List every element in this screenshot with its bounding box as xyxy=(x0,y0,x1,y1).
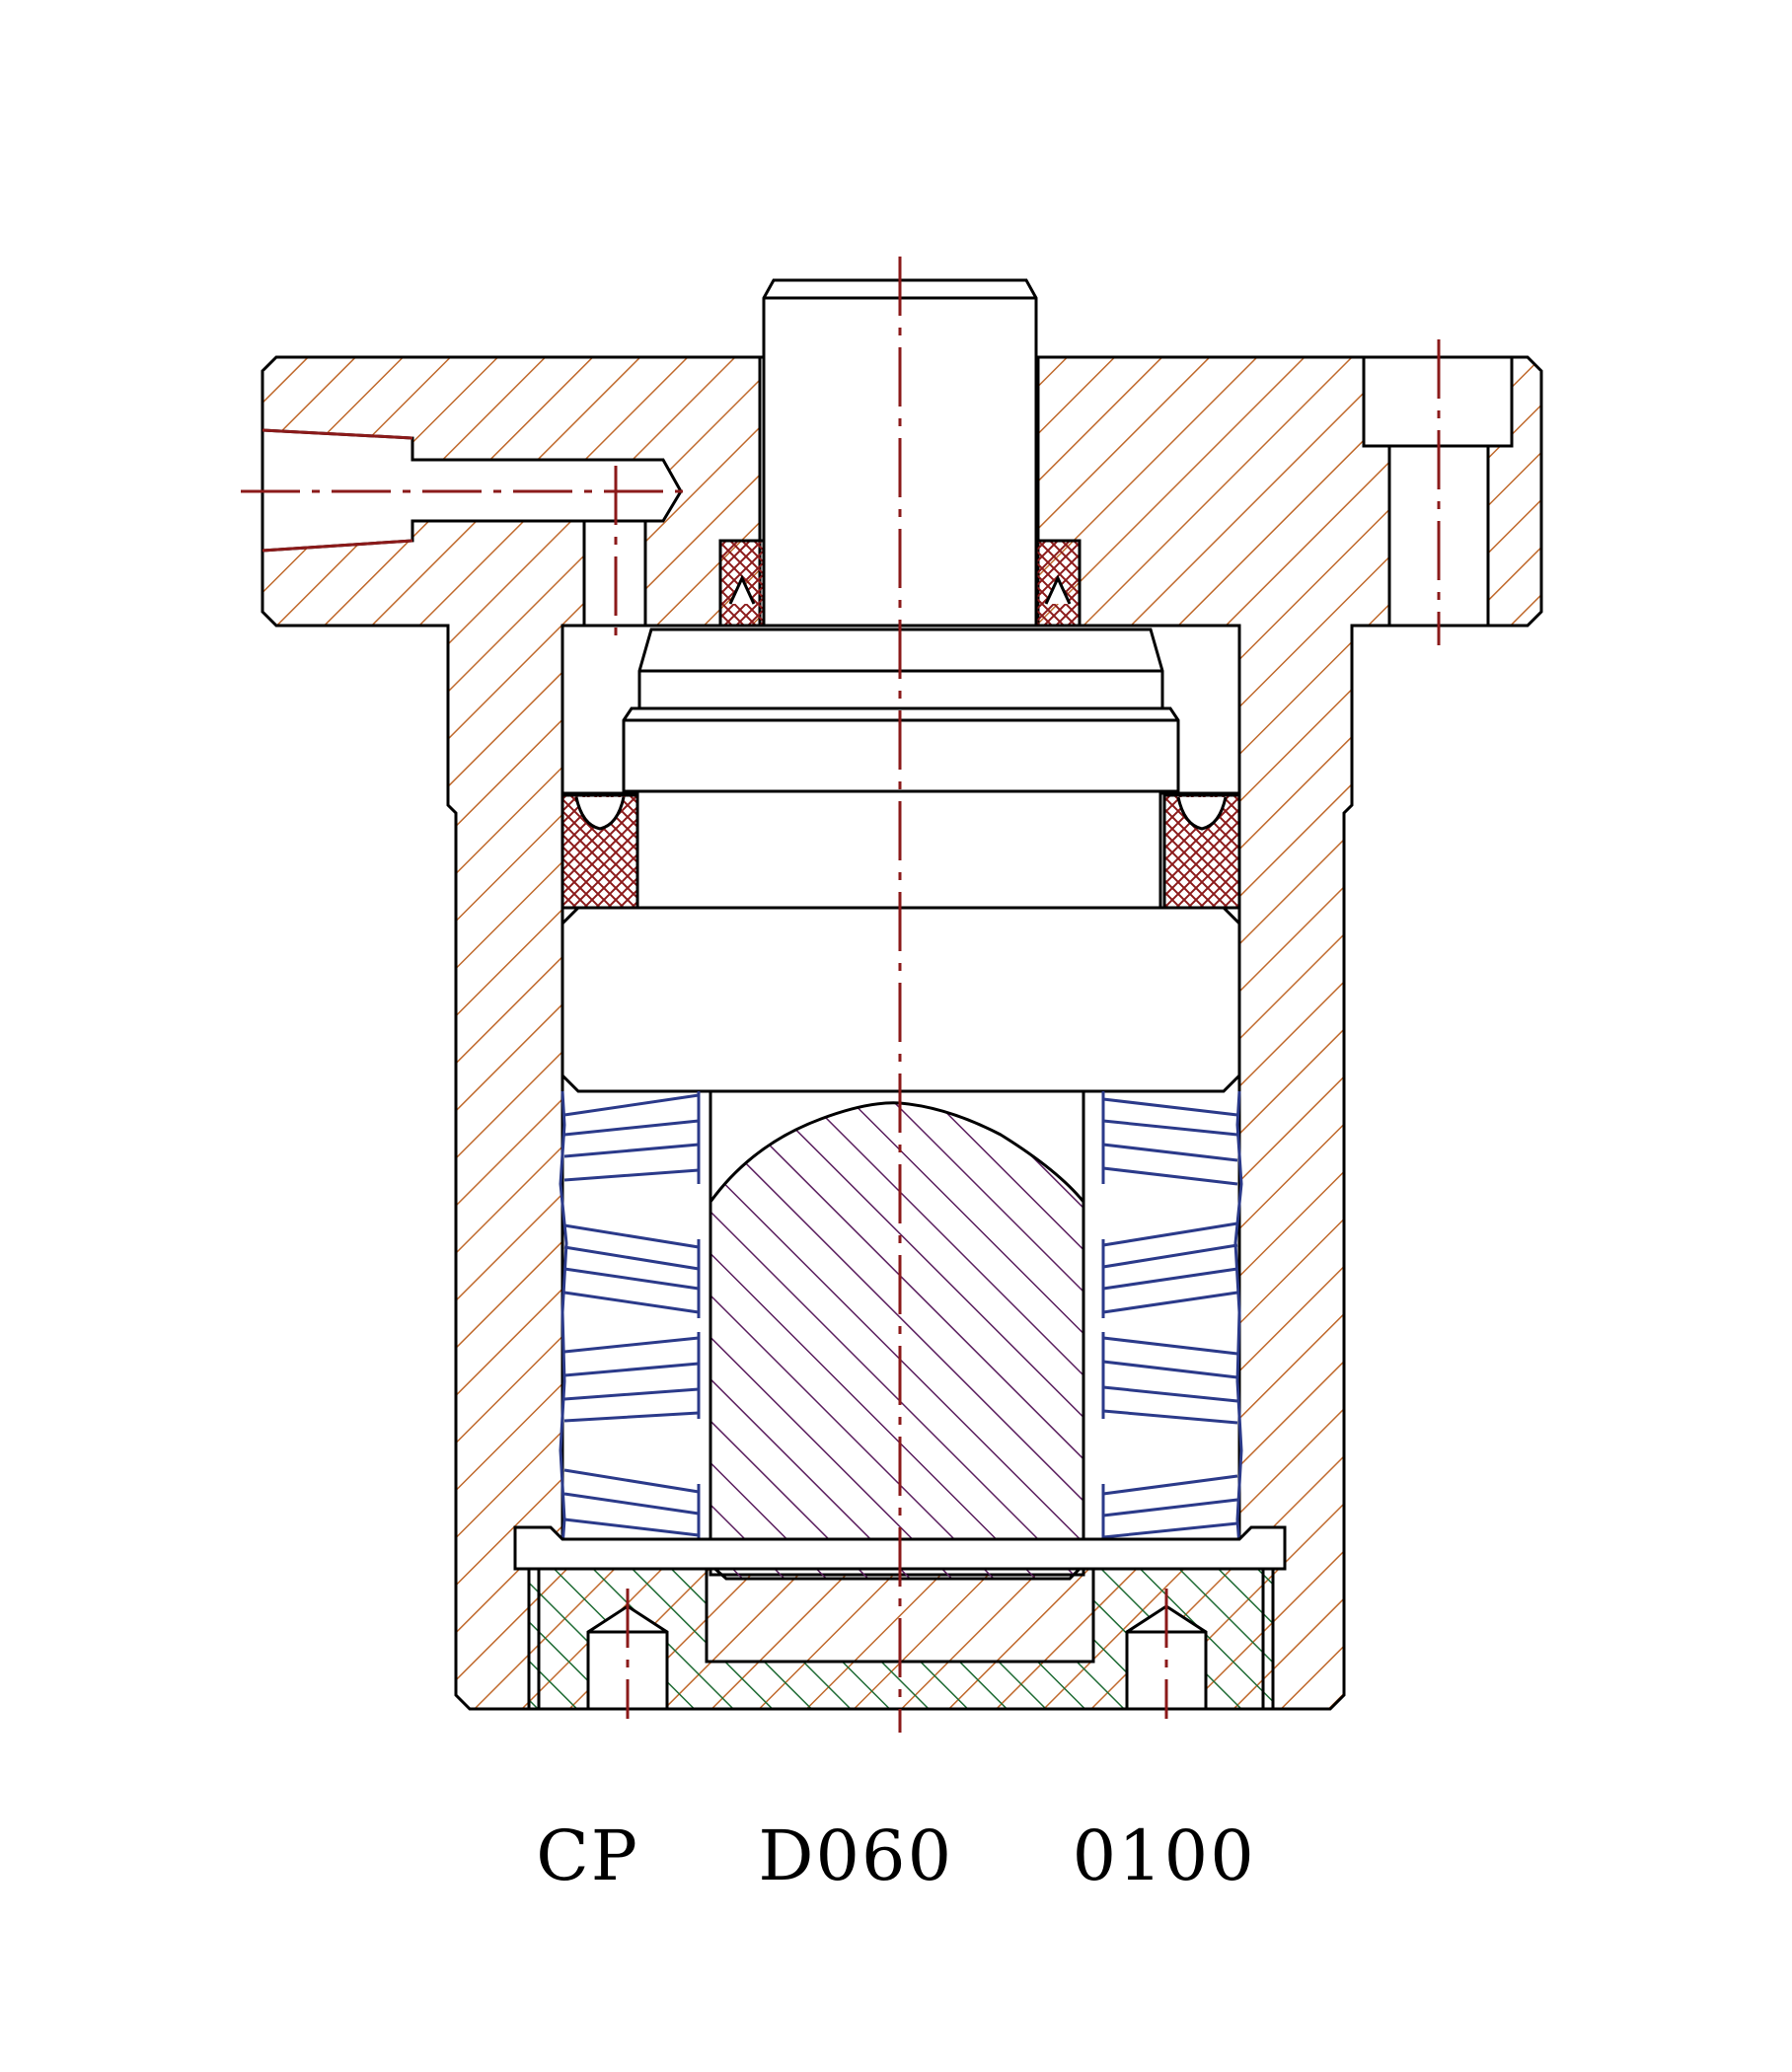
drawing-title: CP D060 0100 xyxy=(536,1815,1256,1896)
left-teeth xyxy=(563,1091,701,1561)
gear-teeth xyxy=(559,1090,1243,1561)
end-plate-body xyxy=(527,1567,1275,1711)
rotor xyxy=(709,1101,1085,1581)
centerlines xyxy=(241,257,1441,1733)
middle-seals xyxy=(560,793,1241,910)
right-teeth xyxy=(1101,1091,1238,1561)
